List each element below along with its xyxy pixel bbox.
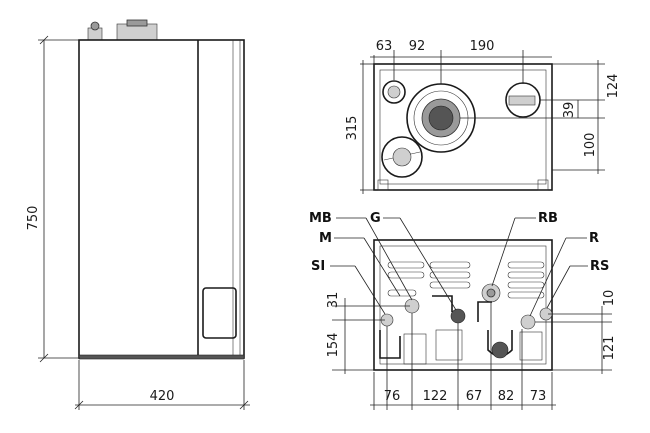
dim-31: 31 <box>326 292 341 309</box>
label-r: R <box>589 231 599 246</box>
label-mb: MB <box>309 211 332 226</box>
dim-82: 82 <box>498 389 515 404</box>
dim-190: 190 <box>470 39 495 54</box>
dim-121: 121 <box>602 336 617 361</box>
gas-fitting <box>450 308 466 324</box>
bottom-left-circle <box>381 136 423 178</box>
dim-76: 76 <box>384 389 401 404</box>
dim-124: 124 <box>606 74 621 99</box>
dim-100: 100 <box>583 133 598 158</box>
top-view-outline <box>373 63 553 191</box>
dim-154: 154 <box>326 333 341 358</box>
label-m: M <box>319 231 332 246</box>
dim-315: 315 <box>345 116 360 141</box>
label-rb: RB <box>538 211 558 226</box>
label-rs: RS <box>590 259 609 274</box>
pressure-gauge-circle <box>382 80 406 104</box>
dim-63: 63 <box>376 39 393 54</box>
bottom-rail <box>78 354 245 360</box>
dim-750: 750 <box>26 206 41 231</box>
top-view: 63 92 190 124 39 100 315 <box>345 39 621 194</box>
dim-92: 92 <box>409 39 426 54</box>
display-window <box>202 287 237 339</box>
vent-slots <box>387 261 545 299</box>
label-si: SI <box>311 259 325 274</box>
label-g: G <box>370 211 381 226</box>
bottom-view: MB M SI G RB R RS 31 154 10 121 <box>309 211 617 410</box>
bottom-view-outline <box>373 239 553 371</box>
dim-67: 67 <box>466 389 483 404</box>
dim-73: 73 <box>530 389 547 404</box>
dim-420: 420 <box>150 389 175 404</box>
dim-10: 10 <box>602 290 617 307</box>
dim-122: 122 <box>423 389 448 404</box>
boiler-body <box>78 39 245 359</box>
heating-return-fitting <box>520 314 536 330</box>
top-valve <box>90 21 100 31</box>
front-view: 750 420 <box>26 19 250 410</box>
dim-39: 39 <box>562 102 577 119</box>
